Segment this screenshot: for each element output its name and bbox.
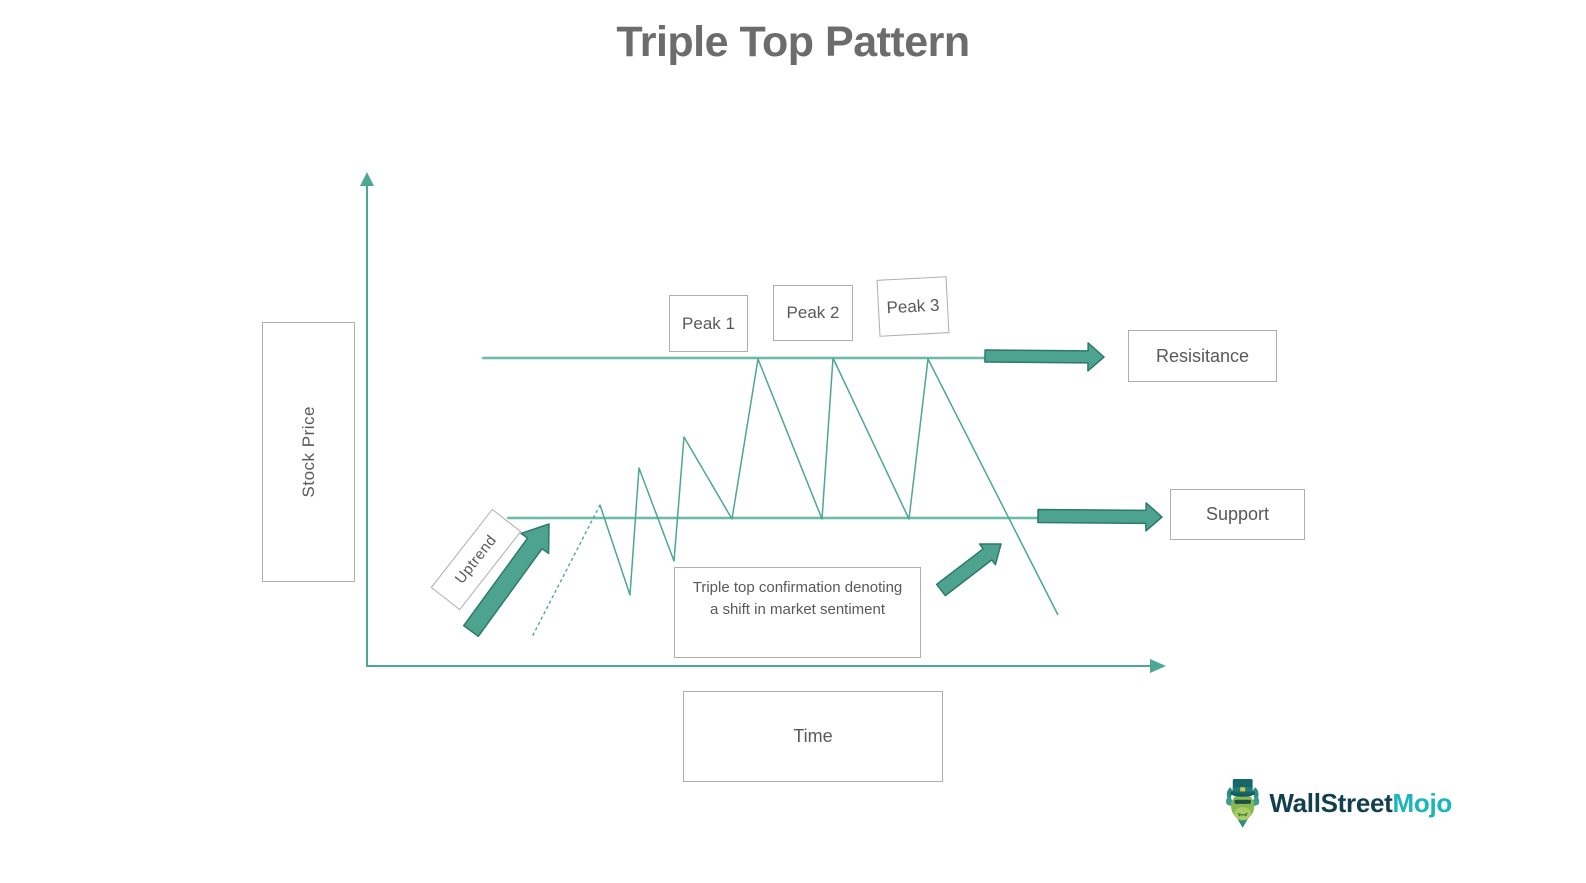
resistance-arrow	[984, 342, 1105, 372]
uptrend-dotted-segment	[532, 504, 601, 636]
brand-name-primary: WallStreet	[1269, 787, 1393, 818]
bull-mascot-icon	[1226, 779, 1260, 828]
resistance-label: Resisitance	[1155, 345, 1250, 366]
peak3-label: Peak 3	[886, 295, 940, 317]
y-axis-label: Stock Price	[298, 406, 318, 498]
y-axis-label-box: Stock Price	[262, 322, 355, 582]
support-label: Support	[1205, 504, 1270, 524]
confirmation-arrow	[935, 543, 1002, 597]
peak1-label-box: Peak 1	[669, 295, 748, 352]
uptrend-arrow	[462, 523, 550, 638]
peak3-label-box: Peak 3	[876, 276, 950, 337]
support-label-box: Support	[1170, 489, 1305, 540]
x-axis-label: Time	[793, 726, 833, 746]
resistance-label-box: Resisitance	[1128, 330, 1277, 382]
x-axis-label-box: Time	[683, 691, 943, 782]
x-axis-arrowhead	[1150, 659, 1166, 673]
peak2-label: Peak 2	[786, 303, 840, 322]
support-arrow	[1037, 502, 1163, 532]
peak1-label: Peak 1	[682, 313, 735, 333]
brand-name-secondary: Mojo	[1392, 787, 1453, 818]
page-title: Triple Top Pattern	[616, 18, 970, 66]
confirmation-note: Triple top confirmation denoting a shift…	[692, 579, 903, 618]
brand-wordmark: WallStreetMojo	[1269, 788, 1452, 819]
price-zigzag-line	[599, 357, 1059, 616]
y-axis-arrowhead	[360, 172, 374, 186]
peak2-label-box: Peak 2	[773, 285, 853, 341]
brand-logo: WallStreetMojo	[1222, 768, 1452, 838]
confirmation-note-box: Triple top confirmation denoting a shift…	[674, 567, 921, 658]
